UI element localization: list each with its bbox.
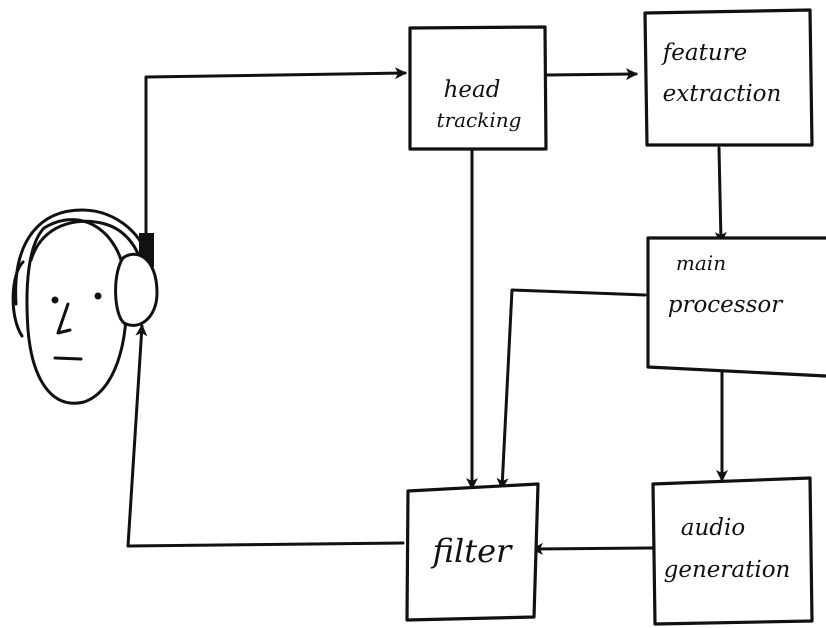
listener-with-headphones bbox=[11, 208, 159, 405]
right-eye bbox=[94, 292, 102, 300]
node-feature-extraction-label-1: feature bbox=[661, 40, 748, 66]
node-audio-generation-label-1: audio bbox=[681, 515, 745, 541]
node-main-processor-box bbox=[646, 236, 826, 378]
node-main-processor: main processor bbox=[646, 236, 826, 378]
left-eye bbox=[51, 296, 59, 304]
node-audio-generation-label-2: generation bbox=[664, 557, 791, 583]
mouth bbox=[53, 356, 83, 361]
node-filter: filter bbox=[405, 482, 540, 622]
edge-filter-to-headphones bbox=[126, 324, 405, 548]
right-ear-cup bbox=[114, 252, 159, 327]
nose bbox=[56, 302, 72, 335]
node-main-processor-label-2: processor bbox=[668, 292, 785, 318]
node-feature-extraction-box bbox=[643, 8, 814, 147]
node-audio-generation-box bbox=[651, 476, 814, 626]
node-feature-extraction: feature extraction bbox=[643, 8, 814, 147]
edge-audio-generation-to-filter bbox=[531, 542, 654, 555]
node-filter-box bbox=[405, 482, 540, 622]
node-main-processor-label-1: main bbox=[676, 251, 726, 275]
node-feature-extraction-label-2: extraction bbox=[663, 81, 782, 107]
node-head-tracking-box bbox=[408, 25, 548, 151]
connections bbox=[126, 67, 728, 555]
left-ear-cup bbox=[11, 260, 25, 338]
node-head-tracking: head tracking bbox=[408, 25, 548, 151]
node-head-tracking-label-1: head bbox=[444, 77, 501, 103]
edge-feature-extraction-to-main-processor bbox=[714, 146, 727, 244]
node-filter-label: filter bbox=[431, 532, 513, 570]
edge-headphones-to-head-tracking bbox=[144, 67, 407, 248]
edge-main-processor-to-filter bbox=[496, 288, 647, 490]
listener-head bbox=[25, 218, 128, 405]
headphone-band-inner bbox=[29, 219, 142, 262]
headphone-band bbox=[14, 208, 149, 306]
node-audio-generation: audio generation bbox=[651, 476, 814, 626]
edge-head-tracking-to-feature-extraction bbox=[544, 68, 638, 81]
node-head-tracking-label-2: tracking bbox=[437, 108, 522, 132]
